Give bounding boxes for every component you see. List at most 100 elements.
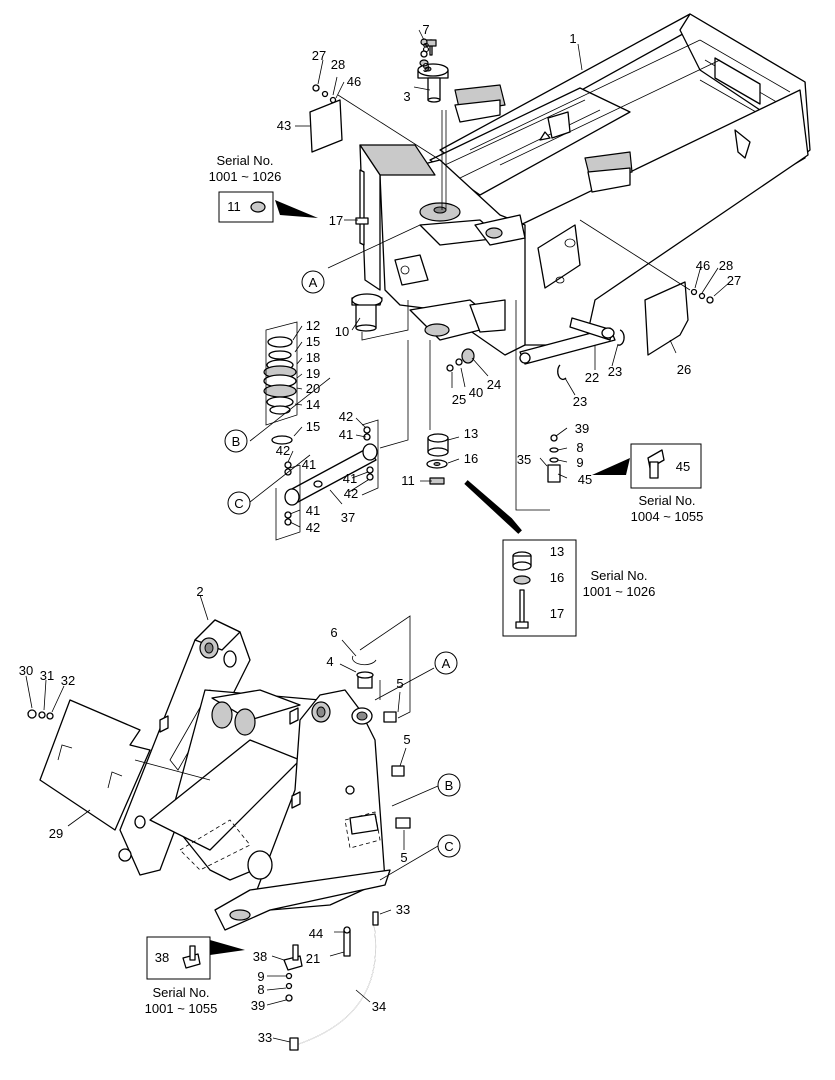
- callout-c33b: 33: [258, 1030, 272, 1045]
- callout-c5b: 5: [403, 732, 410, 747]
- callout-c42c: 42: [344, 486, 358, 501]
- callout-c8b: 8: [576, 440, 583, 455]
- leader-lines: [25, 29, 731, 1043]
- ref-C-upper: C: [234, 496, 243, 511]
- callout-c45a: 45: [578, 472, 592, 487]
- callout-c1: 1: [569, 31, 576, 46]
- inset-box-38: 38: [146, 936, 211, 980]
- callout-box11: 11: [227, 199, 241, 214]
- steering-cylinder: [284, 443, 378, 506]
- front-loader-frame: [118, 619, 391, 931]
- arrow-to-box13-17: [464, 480, 522, 534]
- callout-c5c: 5: [400, 850, 407, 865]
- callout-c31: 31: [40, 668, 54, 683]
- callout-c9b: 9: [576, 455, 583, 470]
- callout-c35: 35: [517, 452, 531, 467]
- ref-B-upper: B: [232, 434, 241, 449]
- hose-34: [295, 924, 376, 1046]
- callout-c21: 21: [306, 951, 320, 966]
- serial-range: 1001 ~ 1026: [583, 584, 656, 599]
- callout-c2: 2: [196, 584, 203, 599]
- arrow-to-box38: [210, 940, 245, 955]
- serial-labels: Serial No. 1001 ~ 1026 Serial No. 1004 ~…: [145, 153, 704, 1016]
- callout-c40: 40: [469, 385, 483, 400]
- callout-c30: 30: [19, 663, 33, 678]
- callout-c16a: 16: [464, 451, 478, 466]
- rear-frame: [359, 13, 811, 356]
- serial-label: Serial No.: [590, 568, 647, 583]
- callout-c42d: 42: [306, 520, 320, 535]
- callout-c41c: 41: [343, 471, 357, 486]
- callout-c23a: 23: [608, 364, 622, 379]
- callout-c22: 22: [585, 370, 599, 385]
- callout-numbers: 1789327284643171012151819201415424142414…: [19, 22, 741, 1045]
- reference-markers: A B C A B C: [224, 270, 461, 858]
- callout-c39a: 39: [575, 421, 589, 436]
- callout-c23b: 23: [573, 394, 587, 409]
- callout-c6: 6: [330, 625, 337, 640]
- callout-c15a: 15: [306, 334, 320, 349]
- inset-box-13-16-17: [502, 539, 577, 637]
- callout-c10: 10: [335, 324, 349, 339]
- serial-range: 1001 ~ 1026: [209, 169, 282, 184]
- callout-c41a: 41: [339, 427, 353, 442]
- callout-c26: 26: [677, 362, 691, 377]
- callout-c24: 24: [487, 377, 501, 392]
- callout-c16b: 16: [550, 570, 564, 585]
- callout-c43: 43: [277, 118, 291, 133]
- callout-c25: 25: [452, 392, 466, 407]
- callout-c9a: 9: [422, 60, 429, 75]
- callout-c9c: 9: [257, 969, 264, 984]
- callout-c41b: 41: [302, 457, 316, 472]
- callout-c28a: 28: [331, 57, 345, 72]
- callout-c18: 18: [306, 350, 320, 365]
- callout-c4: 4: [326, 654, 333, 669]
- callout-c34: 34: [372, 999, 386, 1014]
- callout-c29: 29: [49, 826, 63, 841]
- serial-range: 1004 ~ 1055: [631, 509, 704, 524]
- inset-box-45: 45: [630, 443, 702, 489]
- callout-c5a: 5: [396, 676, 403, 691]
- pins-and-bushings: [351, 39, 616, 689]
- callout-c28b: 28: [719, 258, 733, 273]
- serial-range: 1001 ~ 1055: [145, 1001, 218, 1016]
- callout-c27a: 27: [312, 48, 326, 63]
- callout-c46b: 46: [696, 258, 710, 273]
- callout-c19: 19: [306, 366, 320, 381]
- serial-label: Serial No.: [152, 985, 209, 1000]
- callout-box38: 38: [155, 950, 169, 965]
- callout-c8a: 8: [422, 40, 429, 55]
- ref-C-lower: C: [444, 839, 453, 854]
- callout-c44: 44: [309, 926, 323, 941]
- group-brackets: [265, 300, 550, 719]
- callout-c14: 14: [306, 397, 320, 412]
- small-fasteners: [27, 38, 714, 1051]
- cover-plate-43: [309, 99, 343, 153]
- arrow-to-box11: [275, 200, 318, 218]
- callout-c37: 37: [341, 510, 355, 525]
- callout-c17b: 17: [550, 606, 564, 621]
- serial-label: Serial No.: [638, 493, 695, 508]
- inset-box-11: 1 11: [218, 191, 274, 223]
- callout-c42a: 42: [339, 409, 353, 424]
- callout-c32: 32: [61, 673, 75, 688]
- callout-c11a: 11: [401, 473, 415, 488]
- callout-c3: 3: [403, 89, 410, 104]
- cover-plate-29: [39, 699, 151, 831]
- callout-c17a: 17: [329, 213, 343, 228]
- cover-plate-26: [644, 281, 689, 356]
- callout-c12: 12: [306, 318, 320, 333]
- bearing-stack: [263, 336, 297, 445]
- callout-box45: 45: [676, 459, 690, 474]
- callout-c46a: 46: [347, 74, 361, 89]
- callout-c41d: 41: [306, 503, 320, 518]
- callout-c20: 20: [306, 381, 320, 396]
- callout-c39b: 39: [251, 998, 265, 1013]
- callout-c27b: 27: [727, 273, 741, 288]
- callout-c38a: 38: [253, 949, 267, 964]
- callout-c13b: 13: [550, 544, 564, 559]
- ref-A-upper: A: [309, 275, 318, 290]
- arrow-to-box45: [592, 458, 630, 475]
- ref-A-lower: A: [442, 656, 451, 671]
